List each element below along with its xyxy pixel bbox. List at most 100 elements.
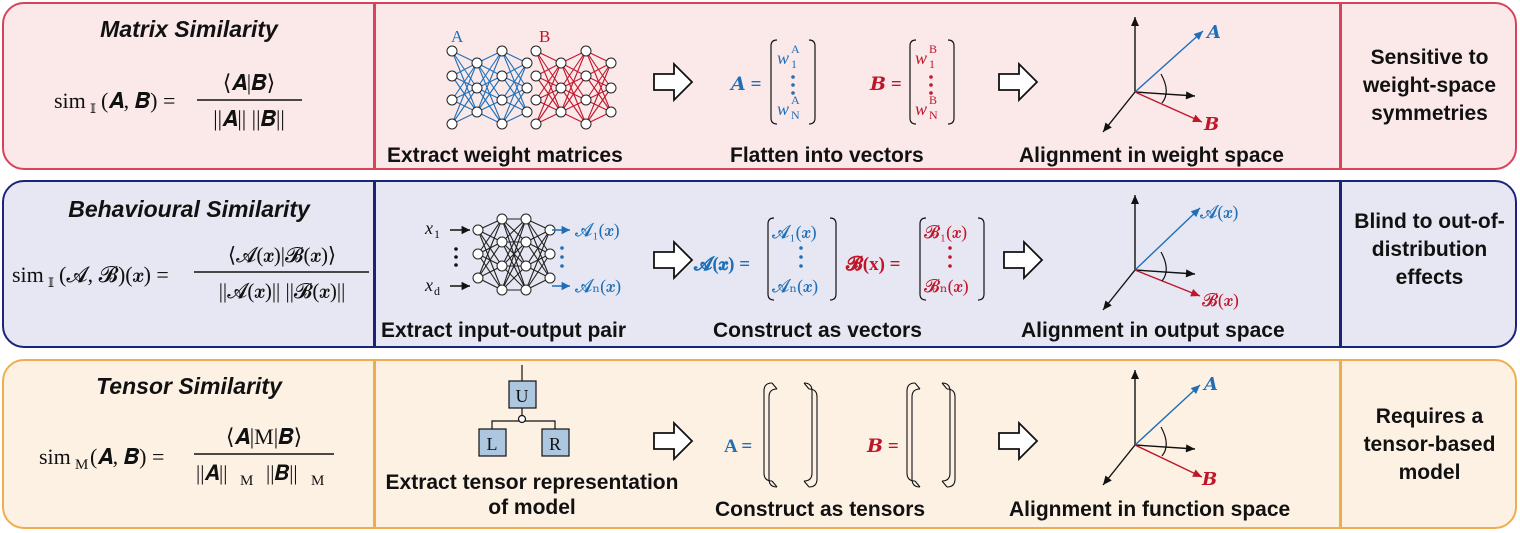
tensor-a-label: A = bbox=[724, 436, 752, 457]
bracket-left bbox=[767, 217, 775, 301]
vector-a-entry-first-sup: A bbox=[791, 42, 800, 56]
tensor-node-l-label: L bbox=[487, 434, 498, 454]
network-edge bbox=[585, 87, 612, 125]
network-edge bbox=[451, 62, 478, 101]
vector-b-label: 𝓑(x) = bbox=[845, 254, 901, 275]
network-edge bbox=[560, 50, 587, 113]
network-node bbox=[544, 248, 556, 260]
vector-b-arrow bbox=[1134, 269, 1201, 297]
ellipsis-dot bbox=[799, 246, 803, 250]
ellipsis-dot bbox=[929, 91, 933, 95]
tensor-leg bbox=[525, 420, 556, 429]
alignment-axes bbox=[1102, 17, 1204, 133]
network-node bbox=[446, 45, 458, 57]
network-node bbox=[580, 70, 592, 82]
tensor-similarity-figure: sim M (𝑨, 𝑩) = ⟨𝑨|M|𝑩⟩ ||𝑨|| M ||𝑩|| M U… bbox=[39, 365, 1218, 489]
bracket-right bbox=[947, 39, 955, 125]
network-edge bbox=[501, 62, 528, 125]
network-edge bbox=[476, 50, 503, 89]
tensor-bracket-a bbox=[763, 382, 818, 488]
network-node bbox=[580, 118, 592, 130]
output-last: 𝓐ₙ(𝒙) bbox=[575, 276, 621, 297]
axis-line bbox=[1134, 269, 1196, 275]
axis-vector-a-label: 𝑨 bbox=[1205, 22, 1221, 42]
tensor-bracket-b bbox=[906, 382, 956, 488]
vector-a-entry-first: 𝓐₁(𝒙) bbox=[772, 222, 817, 243]
arrowhead-icon bbox=[1131, 370, 1139, 379]
network-node bbox=[555, 106, 567, 118]
network-edge bbox=[535, 62, 562, 101]
network-node bbox=[446, 118, 458, 130]
vector-a-arrow bbox=[1134, 384, 1201, 446]
formula-denominator-a-sub: M bbox=[240, 473, 253, 489]
formula-numerator: ⟨𝑨|𝑩⟩ bbox=[223, 70, 275, 95]
network-edge bbox=[501, 241, 527, 291]
network-node bbox=[605, 82, 617, 94]
formula-denominator-b-sub: M bbox=[311, 473, 324, 489]
network-edge bbox=[535, 62, 562, 125]
bracket-left bbox=[770, 39, 778, 125]
vector-b-entry-last-sub: N bbox=[929, 108, 938, 122]
axis-vector-a-label: 𝓐(𝒙) bbox=[1200, 202, 1238, 223]
panel-title: Tensor Similarity bbox=[96, 373, 282, 399]
network-edge bbox=[501, 62, 528, 101]
formula-lhs-prefix: sim bbox=[12, 262, 44, 287]
network-edge bbox=[451, 62, 478, 125]
angle-arc bbox=[1160, 73, 1167, 104]
network-edge bbox=[525, 253, 551, 291]
formula-denominator-b: ||𝑩|| bbox=[266, 461, 298, 485]
arrowhead-icon bbox=[1103, 300, 1112, 310]
network-edge bbox=[477, 218, 503, 255]
network-node bbox=[520, 213, 532, 225]
arrowhead-icon bbox=[1185, 444, 1195, 453]
network-edge bbox=[476, 75, 503, 113]
ellipsis-dot bbox=[454, 247, 458, 251]
formula-denominator-a: ||𝑨|| bbox=[196, 461, 227, 485]
behavioural-similarity-panel: Behavioural Similarity sim 𝕀 (𝓐, 𝓑)(𝒙) =… bbox=[2, 180, 1517, 348]
step-caption: Extract tensor representation of model bbox=[385, 471, 679, 519]
network-edge bbox=[525, 229, 551, 291]
tensor-node-r bbox=[541, 428, 570, 457]
network-edge bbox=[585, 62, 612, 101]
bracket-right bbox=[977, 217, 985, 301]
network-node bbox=[446, 94, 458, 106]
right-arrow-icon bbox=[1003, 239, 1044, 281]
network-node bbox=[605, 57, 617, 69]
neural-network-b bbox=[530, 45, 617, 130]
bracket-right bbox=[829, 217, 837, 301]
copy-tensor-node bbox=[517, 414, 527, 424]
network-node bbox=[496, 236, 508, 248]
network-node bbox=[605, 106, 617, 118]
network-node bbox=[530, 45, 542, 57]
network-node bbox=[555, 57, 567, 69]
arrowhead-icon bbox=[1131, 195, 1139, 204]
vector-a-arrow bbox=[1134, 207, 1201, 271]
behavioural-similarity-formula: sim 𝕀 (𝓐, 𝓑)(𝒙) = ⟨𝓐(𝒙)|𝓑(𝒙)⟩ ||𝓐(𝒙)|| |… bbox=[12, 243, 369, 303]
formula-numerator: ⟨𝓐(𝒙)|𝓑(𝒙)⟩ bbox=[228, 243, 336, 267]
network-node bbox=[555, 82, 567, 94]
vector-b-entry-last: 𝓑ₙ(𝒙) bbox=[924, 276, 969, 297]
ellipsis-dot bbox=[929, 75, 933, 79]
vector-a-entry-last: w bbox=[777, 99, 789, 119]
ellipsis-dot bbox=[791, 83, 795, 87]
output-first: 𝓐₁(𝒙) bbox=[575, 220, 620, 241]
arrowhead-icon bbox=[1131, 17, 1139, 26]
input-x-first-sub: 1 bbox=[434, 227, 440, 241]
vector-b-arrow bbox=[1134, 444, 1203, 478]
ellipsis-dot bbox=[560, 255, 564, 259]
network-node bbox=[520, 260, 532, 272]
bracket-left bbox=[909, 39, 917, 125]
vector-a-label: 𝓐(𝒙) = bbox=[693, 254, 750, 275]
arrowhead-icon bbox=[1192, 114, 1202, 122]
network-node bbox=[520, 284, 532, 296]
vector-a-arrow bbox=[1134, 30, 1204, 93]
network-node bbox=[471, 57, 483, 69]
vector-a-label: 𝑨 = bbox=[729, 74, 761, 95]
network-edge bbox=[501, 265, 527, 291]
panel-divider bbox=[373, 361, 376, 527]
input-x-first: x bbox=[424, 218, 433, 238]
step-caption: Alignment in function space bbox=[1009, 498, 1291, 521]
alignment-axes bbox=[1102, 370, 1203, 486]
ellipsis-dot bbox=[948, 264, 952, 268]
arrowhead-icon bbox=[1193, 31, 1203, 40]
